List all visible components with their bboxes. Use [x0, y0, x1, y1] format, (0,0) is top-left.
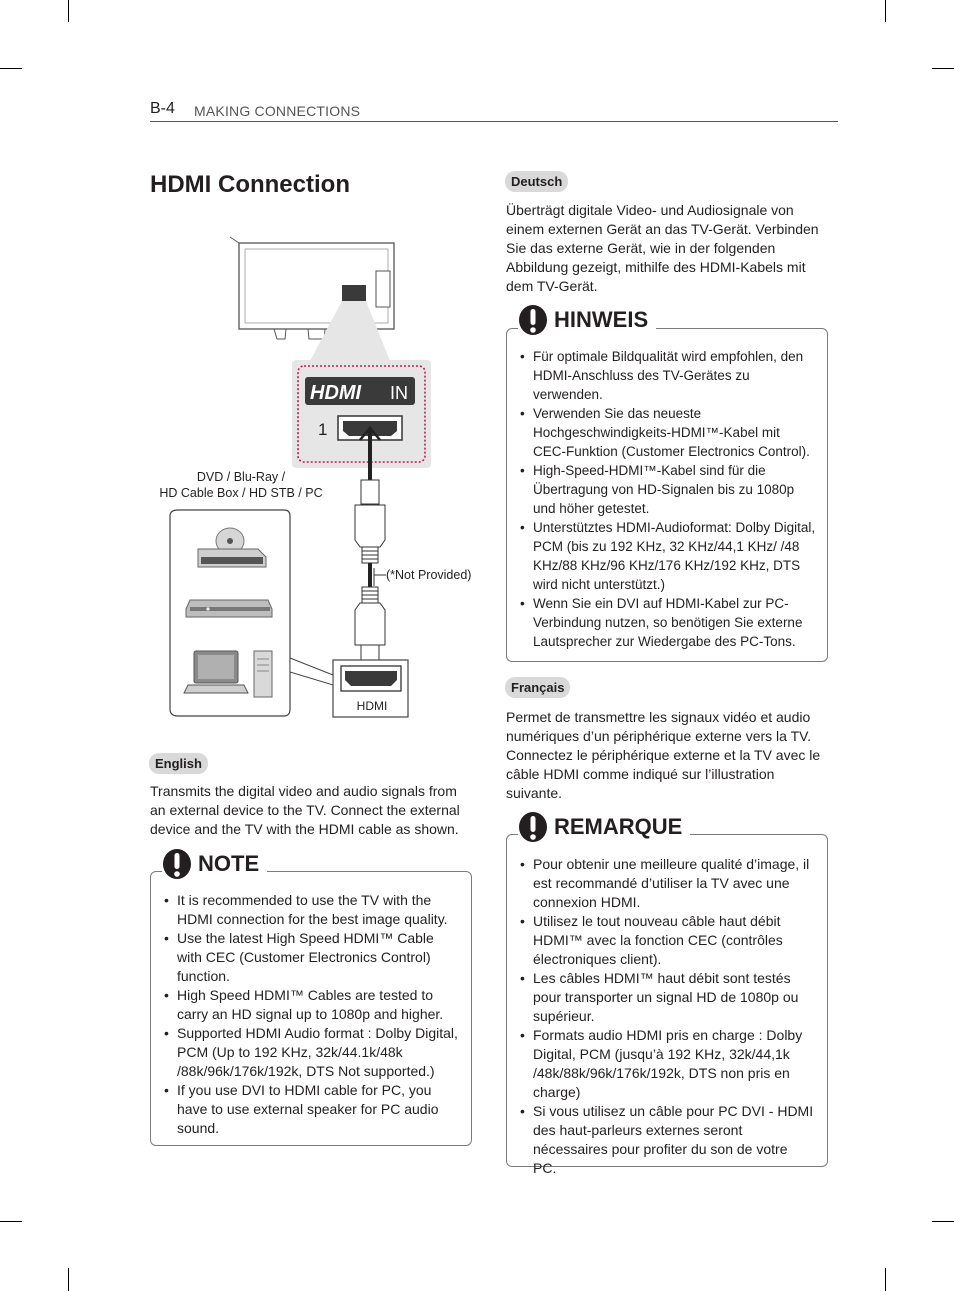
list-item: Unterstütztes HDMI-Audioformat: Dolby Di… [516, 518, 816, 594]
device-caption-line1: DVD / Blu-Ray / [196, 470, 286, 484]
note-header-francais: REMARQUE [518, 811, 691, 843]
list-item: Verwenden Sie das neueste Hochgeschwindi… [516, 404, 816, 461]
note-header-english: NOTE [162, 848, 268, 880]
warning-icon [162, 848, 192, 880]
note-title: REMARQUE [554, 814, 683, 839]
cable-note: (*Not Provided) [386, 568, 472, 582]
crop-mark [68, 0, 69, 22]
section-title: MAKING CONNECTIONS [194, 103, 361, 119]
list-item: If you use DVI to HDMI cable for PC, you… [160, 1081, 458, 1138]
lang-label-deutsch: Deutsch [505, 171, 569, 192]
hdmi-connection-diagram: HDMI IN 1 HDMI [169, 236, 431, 718]
list-item: It is recommended to use the TV with the… [160, 891, 458, 929]
list-item: Supported HDMI Audio format : Dolby Digi… [160, 1024, 458, 1081]
blu-ray-player-illustration [185, 599, 273, 618]
crop-mark [0, 68, 22, 69]
device-port-label: HDMI [357, 699, 388, 713]
crop-mark [932, 68, 954, 69]
list-item: Für optimale Bildqualität wird empfohlen… [516, 347, 816, 404]
dvd-player-illustration [197, 527, 267, 568]
crop-mark [68, 1268, 69, 1291]
warning-icon [518, 304, 548, 336]
device-hdmi-port [340, 665, 402, 692]
list-item: Utilisez le tout nouveau câble haut débi… [516, 912, 814, 969]
list-item: Wenn Sie ein DVI auf HDMI-Kabel zur PC-V… [516, 594, 816, 651]
tv-illustration [229, 236, 395, 340]
lang-label-english: English [149, 753, 208, 774]
list-item: High-Speed-HDMI™-Kabel sind für die Über… [516, 461, 816, 518]
list-item: Formats audio HDMI pris en charge : Dolb… [516, 1026, 814, 1102]
note-header-deutsch: HINWEIS [518, 304, 657, 336]
page-number: B-4 [150, 100, 175, 117]
note-box-english [150, 871, 472, 1146]
note-title: HINWEIS [554, 307, 649, 332]
english-body: Transmits the digital video and audio si… [150, 783, 460, 837]
francais-body: Permet de transmettre les signaux vidéo … [506, 709, 821, 801]
note-list-francais: Pour obtenir une meilleure qualité d’ima… [516, 855, 814, 1178]
note-box-deutsch [506, 328, 828, 662]
crop-mark [885, 1268, 886, 1291]
note-title: NOTE [198, 851, 260, 876]
hdmi-badge-suffix: IN [390, 383, 408, 403]
header-rule [150, 121, 838, 122]
list-item: Pour obtenir une meilleure qualité d’ima… [516, 855, 814, 912]
note-list-english: It is recommended to use the TV with the… [160, 891, 458, 1138]
port-number: 1 [318, 420, 327, 439]
note-list-deutsch: Für optimale Bildqualität wird empfohlen… [516, 347, 816, 651]
device-caption: DVD / Blu-Ray / HD Cable Box / HD STB / … [148, 469, 334, 501]
cable-connector-top [354, 479, 386, 564]
list-item: Les câbles HDMI™ haut débit sont testés … [516, 969, 814, 1026]
list-item: High Speed HDMI™ Cables are tested to ca… [160, 986, 458, 1024]
crop-mark [885, 0, 886, 22]
hdmi-badge-text: HDMI [310, 382, 362, 404]
deutsch-body: Überträgt digitale Video- und Audiosigna… [506, 202, 819, 294]
device-caption-line2: HD Cable Box / HD STB / PC [159, 486, 323, 500]
crop-mark [932, 1221, 954, 1222]
cable-connector-bottom [354, 586, 386, 666]
list-item: Si vous utilisez un câble pour PC DVI - … [516, 1102, 814, 1178]
lang-label-francais: Français [505, 677, 571, 698]
list-item: Use the latest High Speed HDMI™ Cable wi… [160, 929, 458, 986]
crop-mark [0, 1221, 22, 1222]
page-title: HDMI Connection [150, 171, 350, 198]
pc-illustration [183, 650, 273, 698]
warning-icon [518, 811, 548, 843]
